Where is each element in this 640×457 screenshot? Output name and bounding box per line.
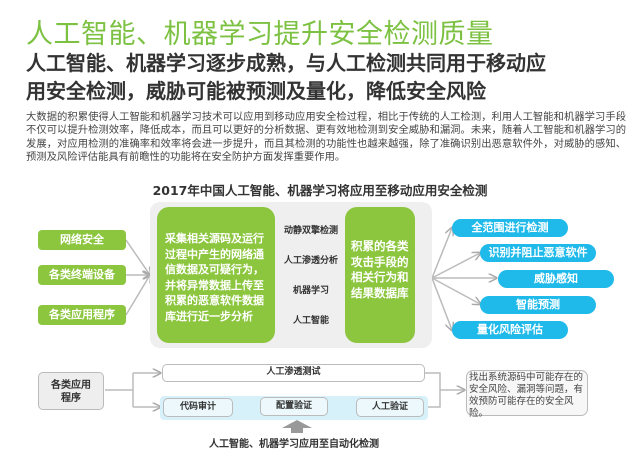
body-paragraph: 大数据的积累使得人工智能和机器学习技术可以应用到移动应用安全检过程，相比于传统的…: [26, 111, 626, 164]
method-label: 动静双擎检测: [283, 226, 338, 236]
diagram-title: 2017年中国人工智能、机器学习将应用至移动应用安全检测: [152, 183, 488, 198]
automation-caption: 人工智能、机器学习应用至自动化检测: [209, 439, 379, 450]
step-config-verify: 配置验证: [260, 397, 328, 416]
page-title: 人工智能、机器学习提升安全检测质量: [26, 19, 494, 50]
manual-test-box: 人工渗透测试: [162, 364, 425, 382]
flow-source-box: 各类应用程序: [38, 372, 104, 410]
step-code-audit: 代码审计: [163, 398, 233, 417]
up-arrow-icon: [282, 420, 312, 428]
method-label: 机器学习: [292, 286, 329, 296]
output-smart-prediction: 智能预测: [480, 296, 596, 314]
output-block-malware: 识别并阻止恶意软件: [480, 244, 596, 262]
output-full-scan: 全范围进行检测: [452, 219, 568, 237]
step-manual-verify: 人工验证: [356, 398, 424, 417]
input-network-security: 网络安全: [38, 230, 126, 250]
up-arrow-stem: [291, 427, 303, 433]
output-threat-awareness: 威胁感知: [498, 270, 614, 288]
input-terminal-devices: 各类终端设备: [38, 265, 126, 285]
result-text: 找出系统源码中可能存在的安全风险、漏洞等问题，有效预防可能存在的安全风险。: [469, 372, 584, 419]
input-applications: 各类应用程序: [38, 305, 126, 325]
output-risk-assessment: 量化风险评估: [452, 321, 568, 339]
subtitle-line-1: 人工智能、机器学习逐步成熟，与人工检测共同用于移动应: [26, 51, 546, 75]
method-label: 人工智能: [292, 316, 329, 326]
attack-database-box: 积累的各类攻击手段的相关行为和结果数据库: [345, 207, 415, 343]
result-box: [466, 370, 588, 416]
data-collection-box: 采集相关源码及运行过程中产生的网络通信数据及可疑行为，并将异常数据上传至积累的恶…: [157, 207, 275, 343]
method-label: 人工渗透分析: [283, 256, 338, 266]
subtitle-line-2: 用安全检测，威胁可能被预测及量化，降低安全风险: [26, 79, 486, 103]
